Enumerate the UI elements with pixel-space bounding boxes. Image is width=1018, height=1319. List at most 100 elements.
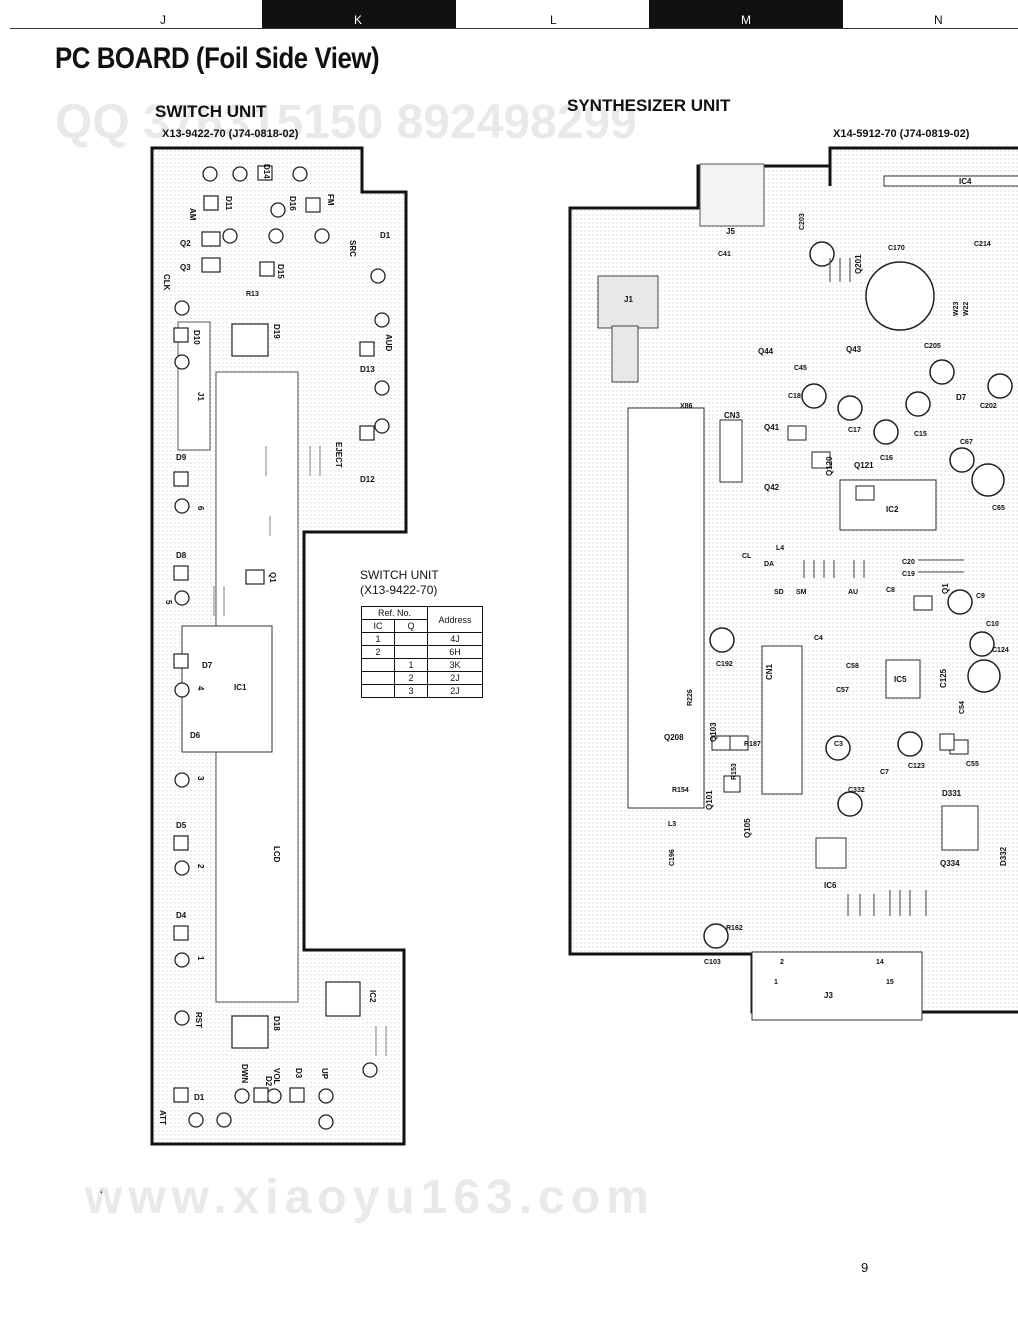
svg-text:DWN: DWN (240, 1064, 249, 1083)
svg-text:J3: J3 (824, 991, 833, 1000)
svg-text:VOL: VOL (272, 1068, 281, 1085)
svg-text:C17: C17 (848, 427, 861, 434)
table-cell-address: 3K (427, 658, 483, 672)
synth-unit-code: X14-5912-70 (J74-0819-02) (833, 128, 970, 140)
svg-text:D19: D19 (272, 324, 281, 339)
svg-text:C203: C203 (799, 213, 806, 230)
ref-table-head-address: Address (427, 606, 483, 633)
j1-outline (177, 321, 211, 451)
svg-text:C55: C55 (966, 761, 979, 768)
watermark-top: QQ 376315150 892498299 (55, 96, 637, 149)
svg-text:IC1: IC1 (234, 683, 247, 692)
ref-table-caption-line2: (X13-9422-70) (360, 583, 438, 597)
svg-text:D7: D7 (202, 661, 213, 670)
svg-text:C9: C9 (976, 593, 985, 600)
svg-text:C65: C65 (992, 505, 1005, 512)
switch-unit-title: SWITCH UNIT (155, 102, 267, 121)
svg-text:W22: W22 (963, 302, 970, 317)
svg-text:D18: D18 (272, 1016, 281, 1031)
svg-text:C16: C16 (880, 455, 893, 462)
column-label-j: J (160, 13, 166, 27)
svg-text:C202: C202 (980, 403, 997, 410)
svg-text:AM: AM (188, 208, 197, 221)
column-header-bar: J L N (10, 0, 1018, 29)
svg-text:C7: C7 (880, 769, 889, 776)
svg-text:R226: R226 (687, 689, 694, 706)
table-cell-address: 6H (427, 645, 483, 659)
svg-text:UP: UP (320, 1068, 329, 1080)
svg-text:D7: D7 (956, 393, 967, 402)
svg-text:D332: D332 (999, 846, 1008, 866)
svg-text:R153: R153 (731, 763, 738, 780)
svg-text:LCD: LCD (272, 846, 281, 863)
svg-text:Q2: Q2 (180, 239, 191, 248)
svg-text:CLK: CLK (162, 274, 171, 291)
column-label-m: M (741, 13, 751, 27)
svg-text:Q43: Q43 (846, 345, 862, 354)
switch-unit-code: X13-9422-70 (J74-0818-02) (162, 128, 299, 140)
synth-unit-board: IC4 J5 C41 J1 C203 Q201 C170 C214 W23 W2… (568, 146, 1018, 1021)
ref-table-head-q: Q (394, 619, 428, 633)
svg-text:IC6: IC6 (824, 881, 837, 890)
svg-text:Q44: Q44 (758, 347, 774, 356)
table-cell-q: 3 (394, 684, 428, 698)
svg-text:D11: D11 (224, 196, 233, 211)
svg-text:Q201: Q201 (854, 254, 863, 274)
svg-text:D2: D2 (264, 1076, 273, 1087)
column-band-m: M (649, 0, 843, 28)
j3-connector (751, 951, 923, 1021)
svg-text:R154: R154 (672, 787, 689, 794)
svg-text:D15: D15 (276, 264, 285, 279)
j3-pin-14: 14 (876, 959, 884, 966)
svg-text:DA: DA (764, 561, 774, 568)
watermark-bottom: www.xiaoyu163.com (85, 1171, 655, 1224)
svg-text:C3: C3 (834, 741, 843, 748)
svg-text:C192: C192 (716, 661, 733, 668)
svg-text:R187: R187 (744, 741, 761, 748)
svg-text:IC2: IC2 (886, 505, 899, 514)
svg-text:L3: L3 (668, 821, 676, 828)
svg-text:J1: J1 (624, 295, 633, 304)
svg-text:C10: C10 (986, 621, 999, 628)
svg-text:1: 1 (196, 956, 205, 961)
svg-text:Q41: Q41 (764, 423, 780, 432)
svg-text:L4: L4 (776, 545, 784, 552)
svg-text:D1: D1 (380, 231, 391, 240)
svg-text:D6: D6 (190, 731, 201, 740)
svg-text:C124: C124 (992, 647, 1009, 654)
svg-text:D4: D4 (176, 911, 187, 920)
table-cell-ic: 1 (361, 632, 395, 646)
svg-text:CN1: CN1 (765, 663, 774, 680)
svg-text:C15: C15 (914, 431, 927, 438)
svg-text:ATT: ATT (158, 1110, 167, 1125)
j3-pin-2: 2 (780, 959, 784, 966)
svg-text:4: 4 (196, 686, 205, 691)
svg-text:Q105: Q105 (743, 818, 752, 838)
table-cell-ic (361, 684, 395, 698)
j3-pin-15: 15 (886, 979, 894, 986)
svg-text:EJECT: EJECT (334, 442, 343, 468)
svg-text:FM: FM (326, 194, 335, 206)
svg-text:C4: C4 (814, 635, 823, 642)
svg-text:D13: D13 (360, 365, 375, 374)
svg-text:R162: R162 (726, 925, 743, 932)
svg-text:C18: C18 (788, 393, 801, 400)
svg-text:W23: W23 (953, 302, 960, 317)
column-label-l: L (550, 13, 557, 27)
svg-text:R13: R13 (246, 291, 259, 298)
svg-text:AUD: AUD (384, 334, 393, 352)
svg-text:D12: D12 (360, 475, 375, 484)
table-cell-address: 4J (427, 632, 483, 646)
svg-text:C214: C214 (974, 241, 991, 248)
svg-text:D5: D5 (176, 821, 187, 830)
svg-text:X86: X86 (680, 403, 693, 410)
ic6-outline (815, 837, 847, 869)
svg-text:J5: J5 (726, 227, 735, 236)
svg-text:D3: D3 (294, 1068, 303, 1079)
svg-text:Q3: Q3 (180, 263, 191, 272)
svg-text:Q334: Q334 (940, 859, 960, 868)
svg-text:2: 2 (196, 864, 205, 869)
svg-text:C20: C20 (902, 559, 915, 566)
switch-unit-board: FM AM D14 D16 D11 D1 SRC Q2 Q3 CLK D15 R… (150, 146, 408, 1146)
svg-text:6: 6 (196, 506, 205, 511)
